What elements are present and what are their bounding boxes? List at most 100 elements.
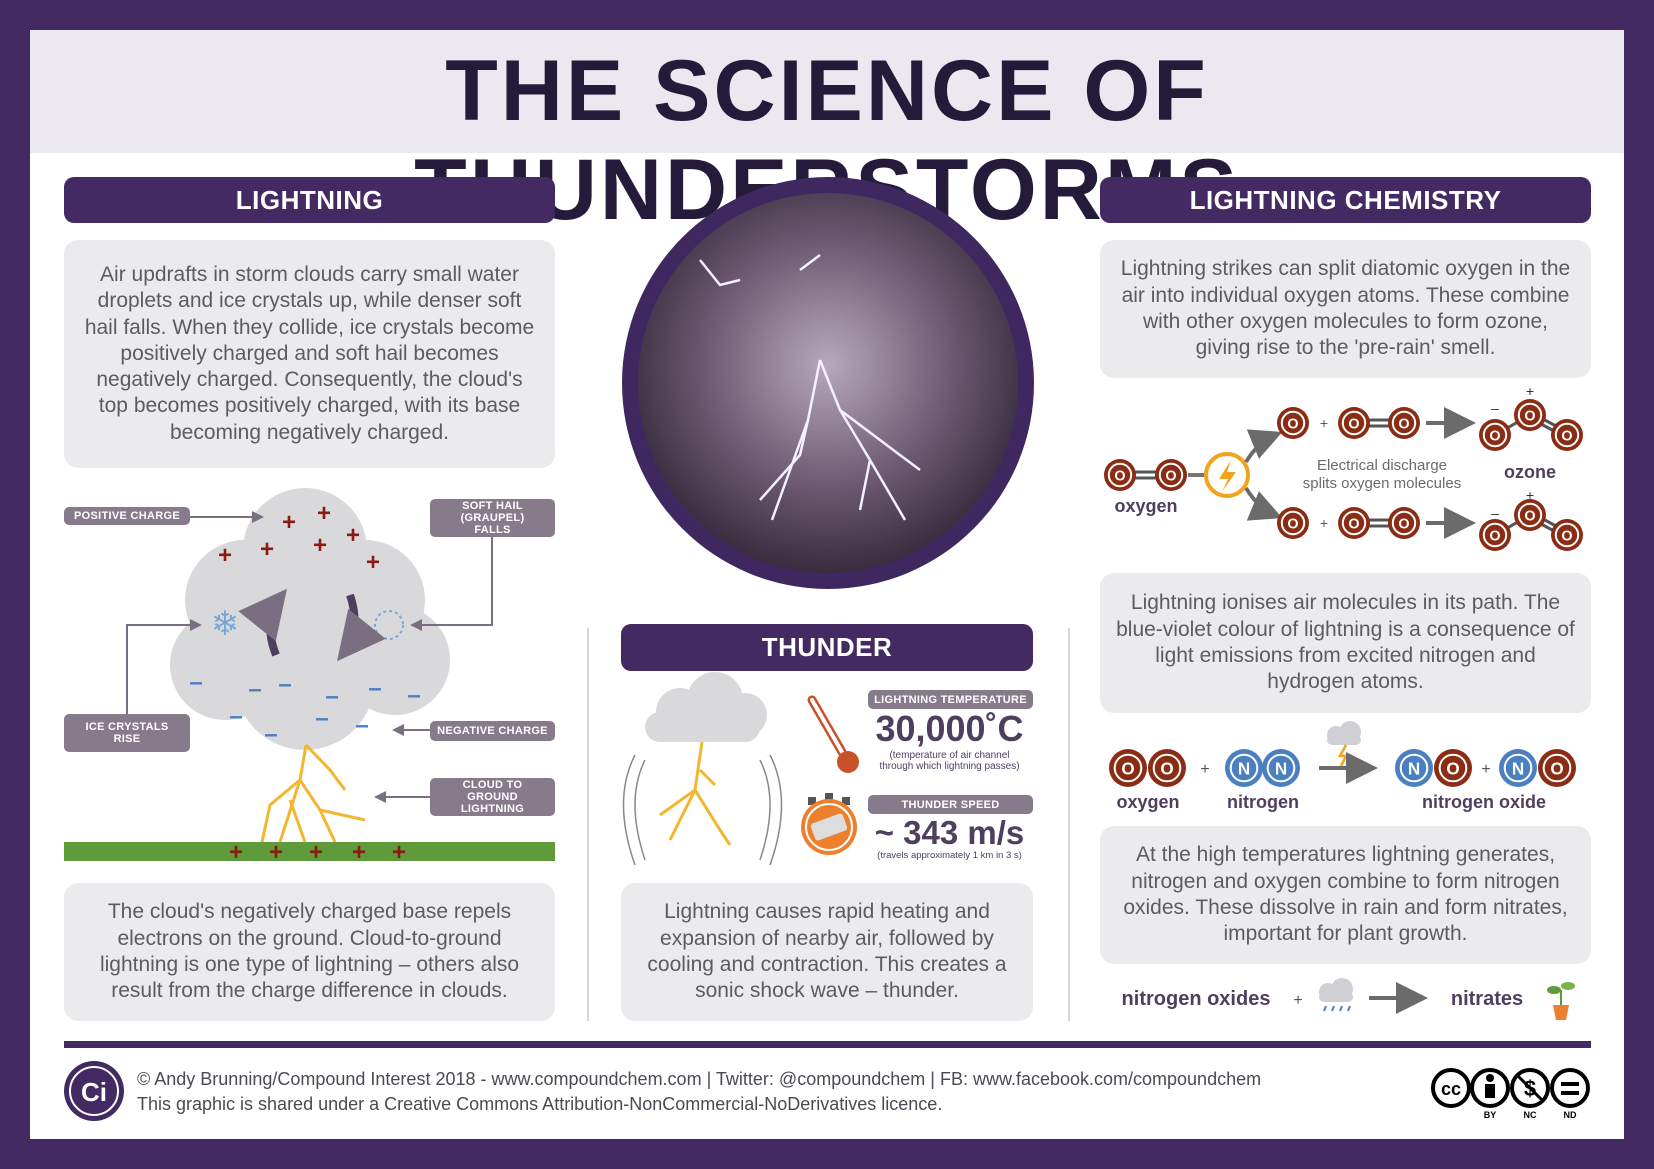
ozone-diagram: Electrical discharge splits oxygen molec… (1114, 383, 1556, 539)
minus-sign: – (189, 669, 202, 696)
lightning-intro-text: Air updrafts in storm clouds carry small… (64, 240, 555, 468)
minus-sign: – (315, 705, 328, 732)
atom-icon: O (1388, 407, 1420, 439)
plus-sign: + (218, 542, 232, 569)
atom-symbol: O (1489, 428, 1500, 444)
cloud-to-ground-label: CLOUD TO GROUND LIGHTNING (430, 778, 555, 816)
plus-sign: + (1481, 761, 1490, 778)
discharge-caption: splits oxygen molecules (1303, 475, 1461, 492)
ozone-plus: + (1526, 383, 1534, 399)
svg-text:ND: ND (1564, 1110, 1577, 1120)
atom-symbol: O (1165, 468, 1176, 484)
noderivatives-icon (1550, 1068, 1590, 1108)
minus-sign: – (248, 676, 261, 703)
temperature-note-1: (temperature of air channel (889, 750, 1010, 761)
discharge-caption: Electrical discharge (1317, 457, 1447, 474)
plus-sign: + (229, 839, 243, 866)
atom-icon: N (1395, 749, 1433, 787)
atom-icon: N (1262, 749, 1300, 787)
plus-sign: + (1320, 415, 1328, 431)
atom-symbol: O (1398, 416, 1409, 432)
lightning-header: LIGHTNING (64, 177, 555, 223)
minus-sign: – (325, 683, 338, 710)
svg-text:cc: cc (1441, 1079, 1461, 1099)
lightning-outro-text: The cloud's negatively charged base repe… (64, 883, 555, 1021)
snowflake-icon: ❄ (211, 605, 240, 643)
atom-symbol: O (1550, 759, 1563, 778)
atom-icon: O (1148, 749, 1186, 787)
atom-symbol: O (1398, 516, 1409, 532)
thermometer-icon (807, 695, 859, 773)
divider (587, 628, 589, 1021)
plus-sign: + (346, 522, 360, 549)
atom-icon: O (1155, 459, 1187, 491)
atom-symbol: N (1512, 759, 1524, 778)
svg-text:NC: NC (1524, 1110, 1537, 1120)
chemistry-text-ionisation: Lightning ionises air molecules in its p… (1100, 573, 1591, 713)
positive-charges: +++++++ (218, 500, 380, 576)
nitrogen-oxide-label: nitrogen oxide (1422, 792, 1546, 812)
thunder-cloud-illustration (622, 672, 783, 866)
plus-sign: + (282, 509, 296, 536)
atom-icon: O (1434, 749, 1472, 787)
nitrates-label: nitrates (1451, 988, 1523, 1010)
atom-symbol: N (1275, 759, 1287, 778)
atom-icon: O (1551, 419, 1583, 451)
soft-hail-label: SOFT HAIL (GRAUPEL) FALLS (430, 499, 555, 537)
atom-icon: O (1104, 459, 1136, 491)
atom-symbol: O (1446, 759, 1459, 778)
negative-charges: –––––––––– (189, 669, 420, 748)
updraft-arrow (238, 588, 287, 657)
atom-symbol: N (1408, 759, 1420, 778)
nitrates-equation: nitrogen oxides + nitrates (1122, 978, 1575, 1020)
nitrogen-oxide-diagram: + + oxygen nitrogen nitrogen oxide (1116, 721, 1546, 812)
plus-sign: + (309, 839, 323, 866)
atom-symbol: N (1238, 759, 1250, 778)
temperature-note-2: through which lightning passes) (879, 761, 1020, 772)
temperature-value: 30,000˚C (875, 708, 1024, 749)
plus-sign: + (392, 839, 406, 866)
atom-icon: O (1479, 519, 1511, 551)
negative-charge-label: NEGATIVE CHARGE (430, 721, 555, 741)
stopwatch-icon (801, 793, 857, 855)
minus-sign: – (264, 721, 277, 748)
footer-credits: © Andy Brunning/Compound Interest 2018 -… (137, 1069, 1262, 1089)
atom-icon: N (1499, 749, 1537, 787)
chemistry-text-nitrogen: At the high temperatures lightning gener… (1100, 826, 1591, 964)
minus-sign: – (407, 682, 420, 709)
plus-sign: + (366, 549, 380, 576)
positive-charge-label: POSITIVE CHARGE (64, 507, 190, 525)
plus-sign: + (1320, 515, 1328, 531)
minus-sign: – (355, 712, 368, 739)
lightning-photo (622, 177, 1034, 589)
atom-symbol: O (1524, 408, 1535, 424)
chemistry-text-ozone: Lightning strikes can split diatomic oxy… (1100, 240, 1591, 378)
ozone-plus: + (1526, 487, 1534, 503)
nitrogen-oxides-label: nitrogen oxides (1122, 988, 1271, 1010)
thunder-speed-value: ~ 343 m/s (874, 814, 1025, 851)
footer-licence: This graphic is shared under a Creative … (137, 1094, 943, 1114)
atom-icon: O (1551, 519, 1583, 551)
ground (64, 842, 555, 861)
svg-text:BY: BY (1484, 1110, 1497, 1120)
atom-icon: O (1388, 507, 1420, 539)
downdraft-arrow (337, 593, 386, 662)
atom-symbol: O (1561, 428, 1572, 444)
oxygen-label: oxygen (1114, 496, 1177, 516)
storm-cloud-diagram: +++++++ –––––––––– ❄ +++++ (64, 488, 555, 866)
minus-sign: – (229, 703, 242, 730)
plus-sign: + (317, 500, 331, 527)
svg-text:Ci: Ci (81, 1077, 107, 1107)
atom-symbol: O (1287, 516, 1298, 532)
temperature-label: LIGHTNING TEMPERATURE (868, 690, 1033, 709)
thunder-speed-note: (travels approximately 1 km in 3 s) (877, 850, 1022, 861)
cloud-to-ground-bolt (260, 743, 366, 843)
atom-icon: N (1225, 749, 1263, 787)
atom-symbol: O (1561, 528, 1572, 544)
minus-sign: – (368, 675, 381, 702)
atom-symbol: O (1348, 416, 1359, 432)
ice-crystals-label: ICE CRYSTALS RISE (64, 714, 190, 752)
storm-cloud-icon (1327, 721, 1361, 745)
atom-icon: O (1538, 749, 1576, 787)
